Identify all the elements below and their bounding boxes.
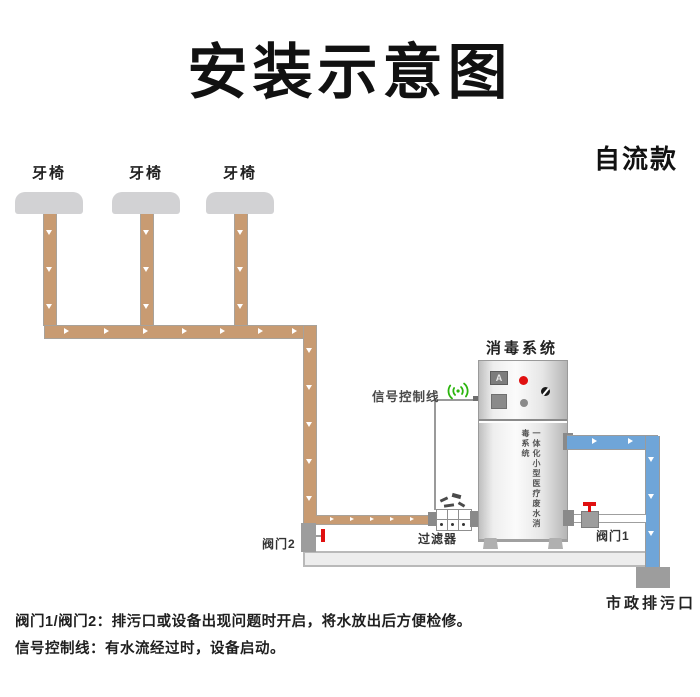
- flow-arrow-down-icon: [237, 267, 243, 272]
- flow-arrow-down-icon: [648, 494, 654, 499]
- filter-fitting-icon: [451, 492, 462, 500]
- flow-arrow-right-icon: [292, 328, 297, 334]
- valve1-connector: [563, 510, 574, 526]
- cabinet-side-text: 一体化小型医疗废水消毒系统: [521, 429, 541, 529]
- valve1-body: [581, 511, 599, 528]
- flow-arrow-down-icon: [143, 230, 149, 235]
- chair-label-2: 牙椅: [128, 165, 163, 182]
- panel-button-a: A: [490, 371, 508, 385]
- filter-grid-line: [458, 510, 459, 530]
- flow-arrow-right-icon: [330, 517, 334, 521]
- flow-arrow-right-icon: [64, 328, 69, 334]
- signal-line-horizontal: [434, 399, 476, 401]
- pipe-joint-patch: [313, 516, 317, 522]
- wifi-signal-icon: [447, 382, 469, 400]
- signal-line-label: 信号控制线: [372, 390, 440, 404]
- cabinet-foot: [483, 538, 498, 549]
- filter-fitting-icon: [443, 503, 455, 508]
- chair-label-1: 牙椅: [31, 165, 66, 182]
- chair-label-3: 牙椅: [222, 165, 257, 182]
- flow-arrow-right-icon: [258, 328, 263, 334]
- flow-arrow-down-icon: [306, 496, 312, 501]
- disinfection-cabinet: A 一体化小型医疗废水消毒系统: [478, 360, 568, 542]
- filter-fitting-icon: [457, 501, 466, 508]
- filter-device: [436, 509, 472, 531]
- pipe-main-horizontal: [44, 325, 317, 339]
- drain-channel: [303, 551, 653, 567]
- variant-label: 自流款: [593, 144, 678, 174]
- valve2-red-handle-icon: [321, 529, 325, 542]
- cabinet-foot: [548, 538, 563, 549]
- flow-arrow-right-icon: [390, 517, 394, 521]
- valve1-label: 阀门1: [596, 529, 630, 543]
- red-indicator-icon: [519, 376, 528, 385]
- dental-chair-1: [15, 192, 83, 214]
- panel-knob-icon: [541, 387, 550, 396]
- filter-bolt-icon: [462, 523, 465, 526]
- filter-bolt-icon: [440, 523, 443, 526]
- filter-bolt-icon: [451, 523, 454, 526]
- note-valves: 阀门1/阀门2：排污口或设备出现问题时开启，将水放出后方便检修。: [15, 614, 472, 630]
- dental-chair-3: [206, 192, 274, 214]
- flow-arrow-down-icon: [648, 531, 654, 536]
- flow-arrow-right-icon: [182, 328, 187, 334]
- valve1-pipe: [567, 514, 646, 523]
- valve2-label: 阀门2: [262, 537, 296, 551]
- flow-arrow-right-icon: [370, 517, 374, 521]
- filter-label: 过滤器: [418, 532, 458, 546]
- flow-arrow-right-icon: [410, 517, 414, 521]
- flow-arrow-down-icon: [46, 230, 52, 235]
- dental-chair-2: [112, 192, 180, 214]
- gray-indicator-icon: [520, 399, 528, 407]
- filter-grid-line: [437, 519, 471, 520]
- flow-arrow-down-icon: [237, 230, 243, 235]
- filter-right-connector: [470, 511, 480, 527]
- flow-arrow-down-icon: [648, 457, 654, 462]
- signal-line-terminal: [473, 396, 478, 401]
- flow-arrow-down-icon: [306, 385, 312, 390]
- flow-arrow-down-icon: [306, 459, 312, 464]
- pipe-blue-vertical: [645, 436, 660, 572]
- blue-corner-patch: [646, 436, 657, 447]
- note-signal: 信号控制线：有水流经过时，设备启动。: [15, 641, 285, 657]
- valve2-stem: [316, 535, 322, 537]
- flow-arrow-right-icon: [592, 438, 597, 444]
- flow-arrow-right-icon: [104, 328, 109, 334]
- cabinet-divider: [479, 419, 567, 421]
- municipal-outlet-block: [636, 567, 670, 588]
- pipe-corner-patch: [304, 326, 314, 336]
- flow-arrow-down-icon: [46, 304, 52, 309]
- signal-line-vertical: [434, 399, 436, 510]
- municipal-outlet-label: 市政排污口: [606, 595, 697, 612]
- flow-arrow-right-icon: [350, 517, 354, 521]
- flow-arrow-down-icon: [46, 267, 52, 272]
- disinfection-system-label: 消毒系统: [485, 340, 558, 357]
- flow-arrow-right-icon: [628, 438, 633, 444]
- flow-arrow-down-icon: [306, 422, 312, 427]
- filter-left-connector: [428, 512, 437, 526]
- panel-square-button: [491, 394, 507, 409]
- flow-arrow-down-icon: [143, 267, 149, 272]
- flow-arrow-down-icon: [237, 304, 243, 309]
- pipe-blue-horizontal: [567, 435, 658, 450]
- flow-arrow-down-icon: [306, 348, 312, 353]
- page-title: 安装示意图: [187, 40, 513, 106]
- valve2-body: [301, 523, 316, 552]
- filter-fitting-icon: [439, 496, 449, 503]
- flow-arrow-down-icon: [143, 304, 149, 309]
- valve1-red-handle-icon: [583, 502, 596, 506]
- flow-arrow-right-icon: [143, 328, 148, 334]
- valve1-handle-stem: [588, 504, 591, 512]
- filter-grid-line: [447, 510, 448, 530]
- flow-arrow-right-icon: [220, 328, 225, 334]
